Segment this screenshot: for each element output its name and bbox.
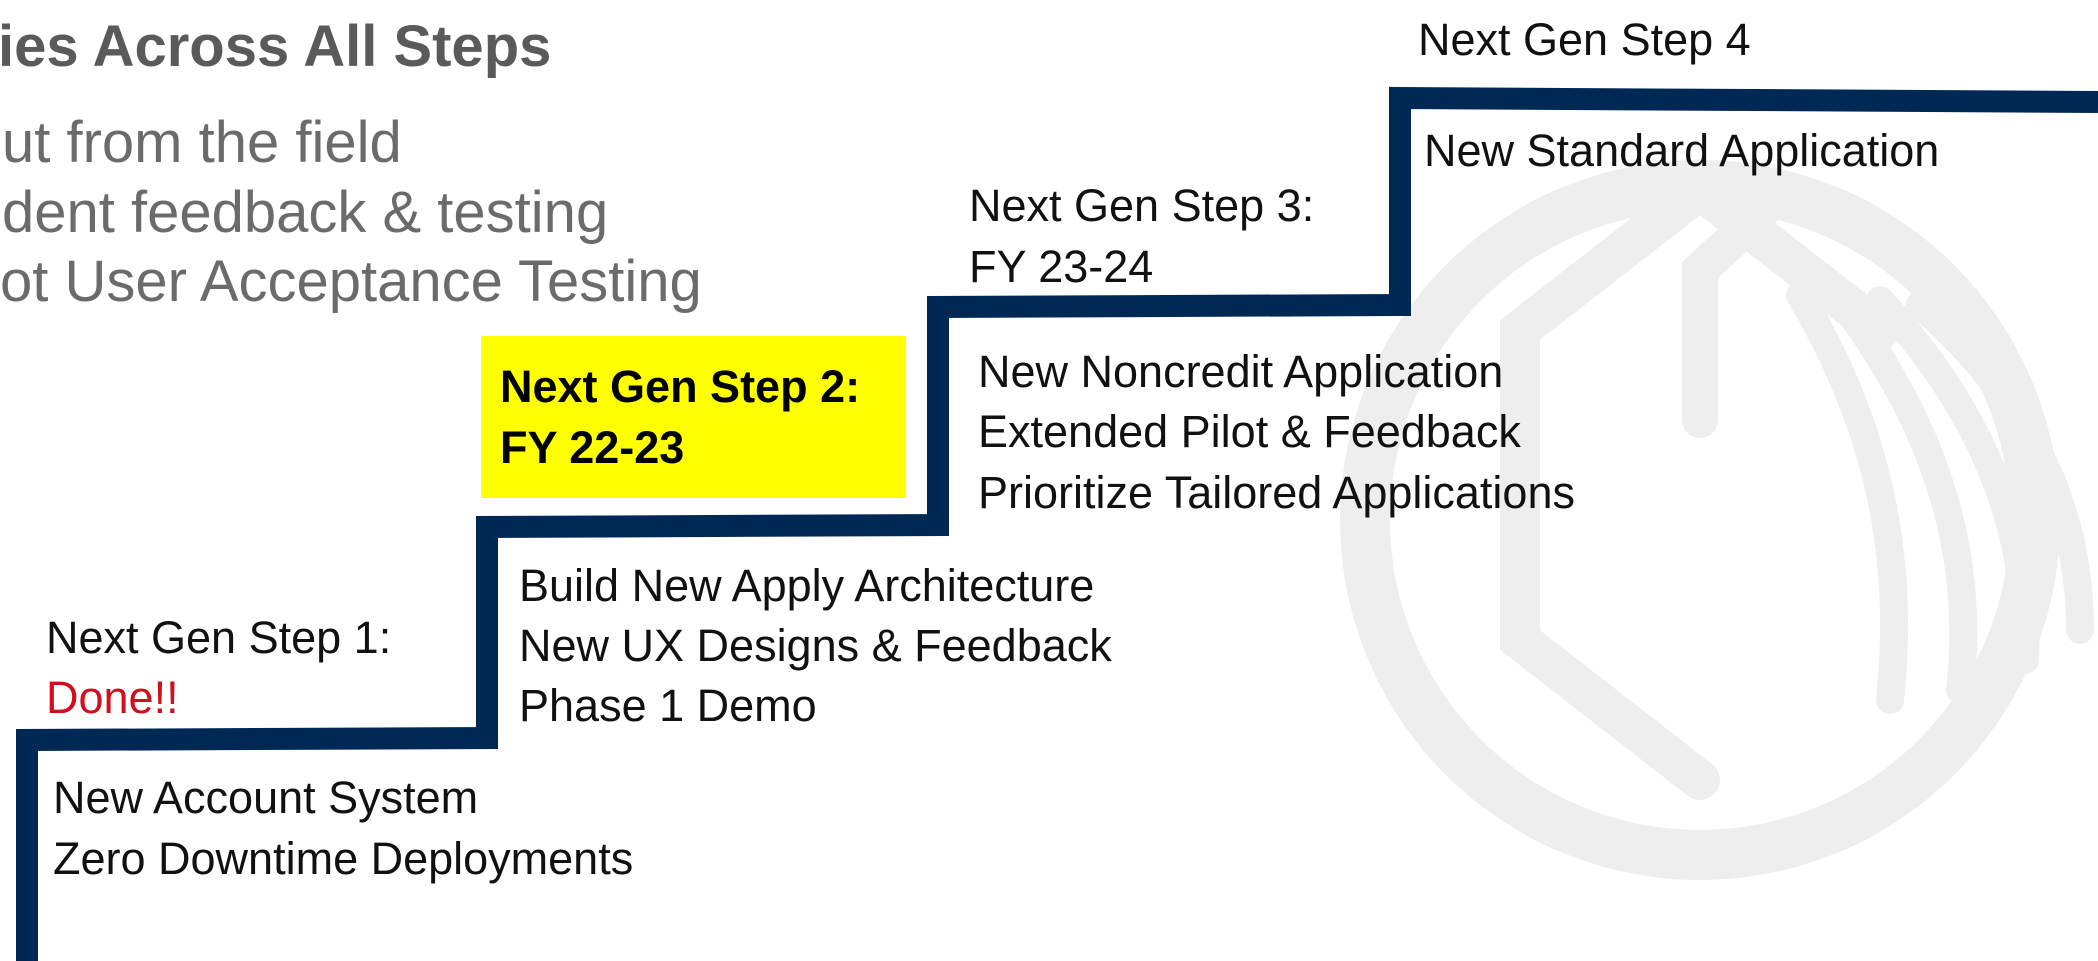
step-1-label: Next Gen Step 1: [46, 612, 392, 663]
step-3-item-1: New Noncredit Application [978, 346, 1504, 397]
step-2-status: FY 22-23 [500, 422, 685, 473]
step-1-item-2: Zero Downtime Deployments [53, 833, 634, 884]
bullet-2: dent feedback & testing [2, 180, 609, 245]
slide-title: ies Across All Steps [0, 14, 552, 79]
step-2-label: Next Gen Step 2: [500, 361, 861, 412]
step-4-label: Next Gen Step 4 [1418, 14, 1751, 65]
step-1-status: Done!! [46, 672, 179, 723]
step-4-item-1: New Standard Application [1424, 125, 1940, 176]
stair-path [16, 86, 2098, 961]
step-2-item-1: Build New Apply Architecture [519, 560, 1095, 611]
step-2-item-2: New UX Designs & Feedback [519, 620, 1112, 671]
bullet-1: ut from the field [2, 110, 402, 175]
step-2-item-3: Phase 1 Demo [519, 680, 817, 731]
step-3-item-2: Extended Pilot & Feedback [978, 406, 1521, 457]
step-3-status: FY 23-24 [969, 241, 1154, 292]
bullet-3: ot User Acceptance Testing [0, 249, 702, 314]
step-1-item-1: New Account System [53, 772, 479, 823]
step-2-highlight: Next Gen Step 2: FY 22-23 [481, 336, 906, 498]
step-3-label: Next Gen Step 3: [969, 180, 1315, 231]
step-3-item-3: Prioritize Tailored Applications [978, 467, 1575, 518]
